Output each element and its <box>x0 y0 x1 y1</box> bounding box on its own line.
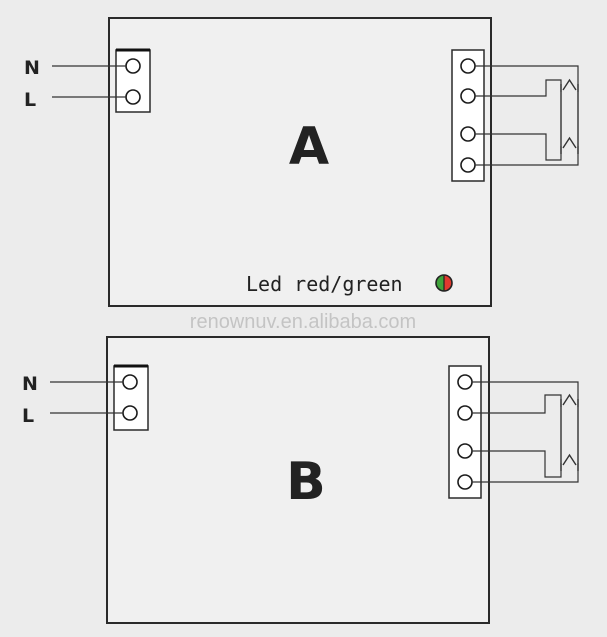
output-screw-2-b <box>457 405 473 421</box>
lamp-wire-3-a <box>475 133 562 161</box>
output-screw-1-b <box>457 374 473 390</box>
uv-lamp-icon-a <box>560 78 579 154</box>
ballast-box-b <box>106 336 490 624</box>
lamp-wire-3-b <box>472 450 562 478</box>
output-screw-3-b <box>457 443 473 459</box>
output-screw-4-b <box>457 474 473 490</box>
output-screw-1-a <box>460 58 476 74</box>
led-indicator-label: Led red/green <box>246 272 403 296</box>
watermark-text: renownuv.en.alibaba.com <box>190 311 416 333</box>
label-n-a: N <box>24 57 40 79</box>
output-screw-4-a <box>460 157 476 173</box>
label-l-a: L <box>24 89 36 111</box>
label-l-b: L <box>22 405 34 427</box>
terminal-screw-l-b <box>122 405 138 421</box>
terminal-screw-n-a <box>125 58 141 74</box>
terminal-screw-l-a <box>125 89 141 105</box>
terminal-screw-n-b <box>122 374 138 390</box>
lamp-wire-1-b <box>472 381 579 407</box>
label-n-b: N <box>22 373 38 395</box>
output-screw-2-a <box>460 88 476 104</box>
uv-lamp-icon-b <box>560 393 579 471</box>
diagram-label-a: A <box>289 117 329 177</box>
diagram-label-b: B <box>286 452 326 512</box>
ballast-box-a <box>108 17 492 307</box>
ballast-diagram-a: N L A Led red/green <box>24 17 579 307</box>
lamp-wire-1-a <box>475 65 579 92</box>
led-indicator-icon <box>435 274 453 292</box>
output-screw-3-a <box>460 126 476 142</box>
ballast-diagram-b: N L B <box>22 336 579 624</box>
